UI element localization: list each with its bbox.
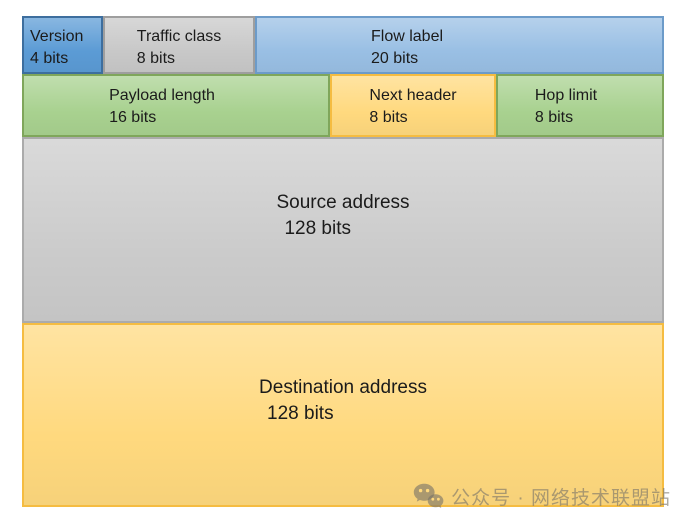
field-flow-label-text: Flow label 20 bits (371, 26, 443, 72)
field-bits: 20 bits (371, 50, 419, 67)
field-hop-limit: Hop limit 8 bits (496, 74, 664, 137)
field-version: Version 4 bits (22, 16, 103, 74)
field-label: Next header (369, 87, 457, 104)
watermark: 公众号 · 网络技术联盟站 (413, 483, 671, 510)
ipv6-header-diagram: Version 4 bits Traffic class 8 bits Flow… (22, 16, 664, 507)
field-bits: 16 bits (109, 109, 157, 126)
field-label: Version (30, 28, 84, 45)
field-bits: 8 bits (534, 109, 574, 126)
field-bits: 128 bits (284, 218, 351, 239)
field-bits: 8 bits (136, 50, 176, 67)
field-payload-length-text: Payload length 16 bits (109, 85, 215, 135)
wechat-icon (413, 483, 444, 510)
header-row-2: Payload length 16 bits Next header 8 bit… (22, 74, 664, 137)
field-hop-limit-text: Hop limit 8 bits (535, 85, 597, 135)
field-destination-address: Destination address 128 bits (22, 323, 664, 507)
field-destination-address-text: Destination address 128 bits (259, 375, 427, 427)
field-next-header-text: Next header 8 bits (369, 85, 456, 135)
field-label: Traffic class (136, 28, 222, 45)
header-row-3: Source address 128 bits (22, 137, 664, 323)
field-bits: 8 bits (369, 109, 408, 126)
field-label: Source address (276, 192, 410, 213)
watermark-text: 公众号 · 网络技术联盟站 (451, 488, 671, 509)
header-row-4: Destination address 128 bits (22, 323, 664, 507)
field-label: Destination address (259, 377, 427, 398)
field-bits: 128 bits (267, 403, 334, 424)
field-bits: 4 bits (30, 50, 69, 67)
field-flow-label: Flow label 20 bits (255, 16, 664, 74)
field-traffic-class-text: Traffic class 8 bits (137, 26, 221, 72)
field-payload-length: Payload length 16 bits (22, 74, 330, 137)
field-label: Hop limit (534, 87, 598, 104)
header-row-1: Version 4 bits Traffic class 8 bits Flow… (22, 16, 664, 74)
field-version-text: Version 4 bits (30, 26, 83, 72)
field-next-header: Next header 8 bits (330, 74, 496, 137)
field-source-address: Source address 128 bits (22, 137, 664, 323)
field-label: Payload length (109, 87, 215, 104)
field-traffic-class: Traffic class 8 bits (103, 16, 255, 74)
field-label: Flow label (371, 28, 444, 45)
field-source-address-text: Source address 128 bits (276, 190, 409, 242)
